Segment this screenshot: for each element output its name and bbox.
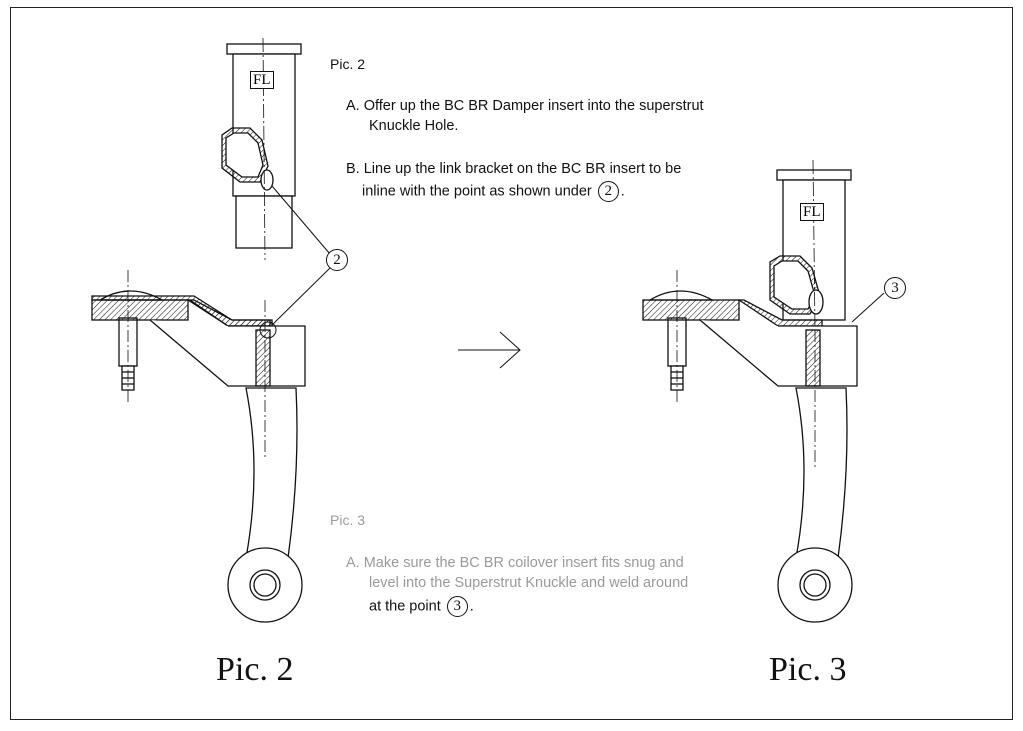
pic2-detail-circle bbox=[259, 321, 277, 339]
pic3-caption: Pic. 3 bbox=[769, 651, 847, 688]
pic3-callout-marker: 3 bbox=[884, 277, 906, 299]
pic3-heading: Pic. 3 bbox=[330, 512, 366, 528]
pic3-step-a-line2: level into the Superstrut Knuckle and we… bbox=[369, 575, 689, 591]
pic2-insert-centerline bbox=[262, 37, 266, 261]
pic2-knuckle bbox=[91, 290, 306, 623]
pic2-leader-bottom bbox=[271, 265, 333, 326]
pic2-step-a-line1: A. Offer up the BC BR Damper insert into… bbox=[346, 98, 704, 114]
pic3-step-a-line1: A. Make sure the BC BR coilover insert f… bbox=[346, 555, 684, 571]
pic3-insert-centerline bbox=[812, 159, 816, 331]
pic2-step-b-line2-text: inline with the point as shown under bbox=[362, 183, 592, 200]
pic2-step-a-line2: Knuckle Hole. bbox=[369, 118, 459, 134]
pic3-step-a-marker: 3 bbox=[446, 596, 468, 617]
drawing-border bbox=[10, 7, 1013, 720]
pic2-leader-top bbox=[271, 185, 331, 255]
pic3-knuckle bbox=[642, 290, 858, 623]
transition-arrow bbox=[458, 331, 521, 369]
pic2-caption: Pic. 2 bbox=[216, 651, 294, 688]
pic2-step-b-line2: inline with the point as shown under 2. bbox=[362, 181, 625, 202]
pic2-step-b-line1: B. Line up the link bracket on the BC BR… bbox=[346, 161, 682, 177]
pic3-fl-label: FL bbox=[800, 203, 824, 221]
pic3-damper-insert bbox=[769, 169, 852, 321]
pic2-step-b-period: . bbox=[620, 183, 625, 200]
pic3-leader bbox=[851, 292, 885, 323]
pic3-step-a-line3-text: at the point bbox=[369, 598, 441, 615]
pic2-heading: Pic. 2 bbox=[330, 56, 366, 72]
pic2-step-b-marker: 2 bbox=[597, 181, 619, 202]
pic3-step-a-line3: at the point 3. bbox=[369, 596, 474, 617]
pic2-callout-marker: 2 bbox=[326, 249, 348, 271]
pic2-fl-label: FL bbox=[250, 71, 274, 89]
pic3-step-a-period: . bbox=[469, 598, 474, 615]
